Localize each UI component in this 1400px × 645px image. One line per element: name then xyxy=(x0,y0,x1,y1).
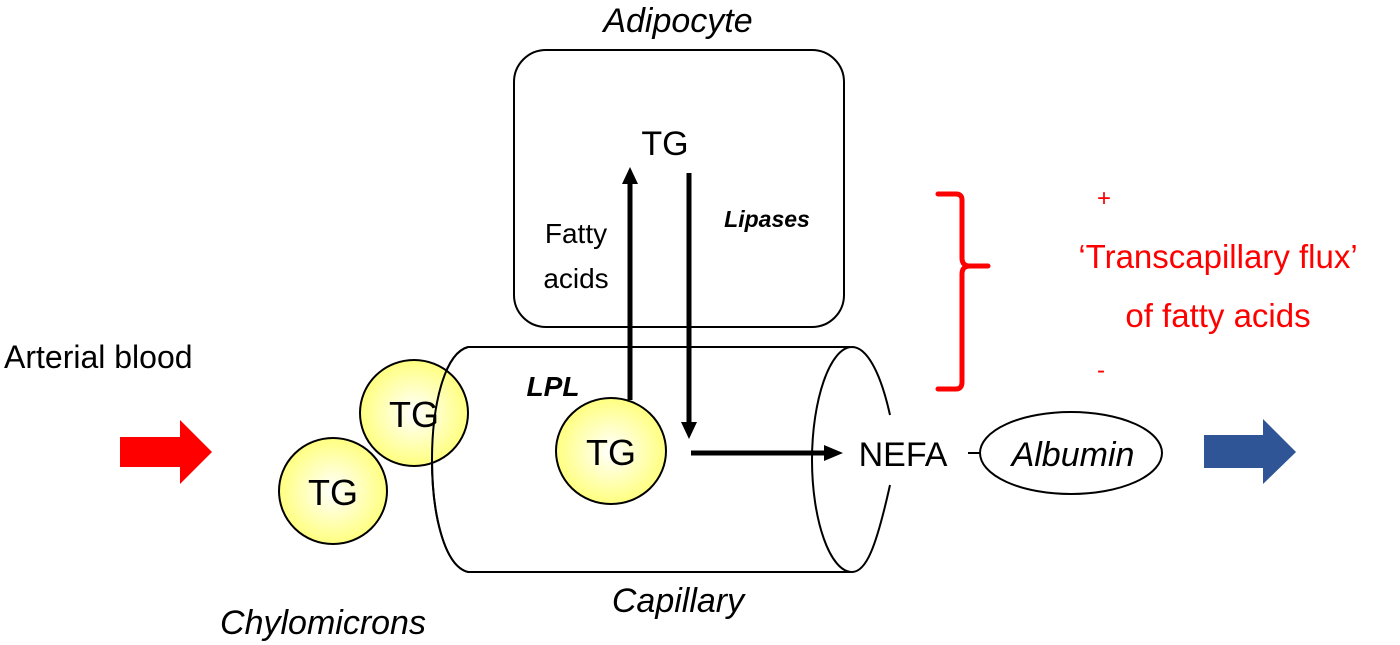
capillary-left-end-overlay xyxy=(431,346,469,573)
flux-label-line1: ‘Transcapillary flux’ xyxy=(1078,238,1357,275)
capillary-tg-label: TG xyxy=(586,432,636,473)
arterial-inflow-arrow xyxy=(120,420,212,484)
flux-bracket xyxy=(935,191,991,392)
albumin-label: Albumin xyxy=(1010,436,1135,474)
chylomicron-tg-label: TG xyxy=(389,394,439,435)
fatty-acids-label-line1: Fatty xyxy=(545,218,607,249)
adipocyte-box xyxy=(513,49,845,328)
chylomicrons-label: Chylomicrons xyxy=(220,604,426,642)
lipases-label: Lipases xyxy=(724,206,810,232)
capillary-label: Capillary xyxy=(612,582,746,620)
arterial-blood-label: Arterial blood xyxy=(4,339,193,375)
flux-plus-sign: + xyxy=(1097,185,1111,212)
adipocyte-tg-label: TG xyxy=(641,125,688,163)
fatty-acid-uptake-arrow xyxy=(622,167,638,400)
fatty-acids-label-line2: acids xyxy=(543,263,608,294)
lipolysis-arrow xyxy=(681,173,697,439)
chylomicron-outer: TG xyxy=(278,437,388,545)
lpl-label: LPL xyxy=(527,371,580,402)
nefa-label: NEFA xyxy=(859,436,948,474)
albumin-ellipse xyxy=(979,411,1163,495)
chylomicron-tg-label: TG xyxy=(308,472,358,513)
adipocyte-title: Adipocyte xyxy=(601,2,752,40)
capillary-tg: TG xyxy=(555,397,667,505)
capillary-right-end xyxy=(810,346,891,574)
venous-outflow-arrow xyxy=(1204,419,1296,484)
flux-label-line2: of fatty acids xyxy=(1125,297,1310,334)
nefa-release-arrow xyxy=(691,445,843,461)
chylomicron-inner: TG xyxy=(359,359,469,467)
flux-minus-sign: - xyxy=(1097,357,1105,384)
